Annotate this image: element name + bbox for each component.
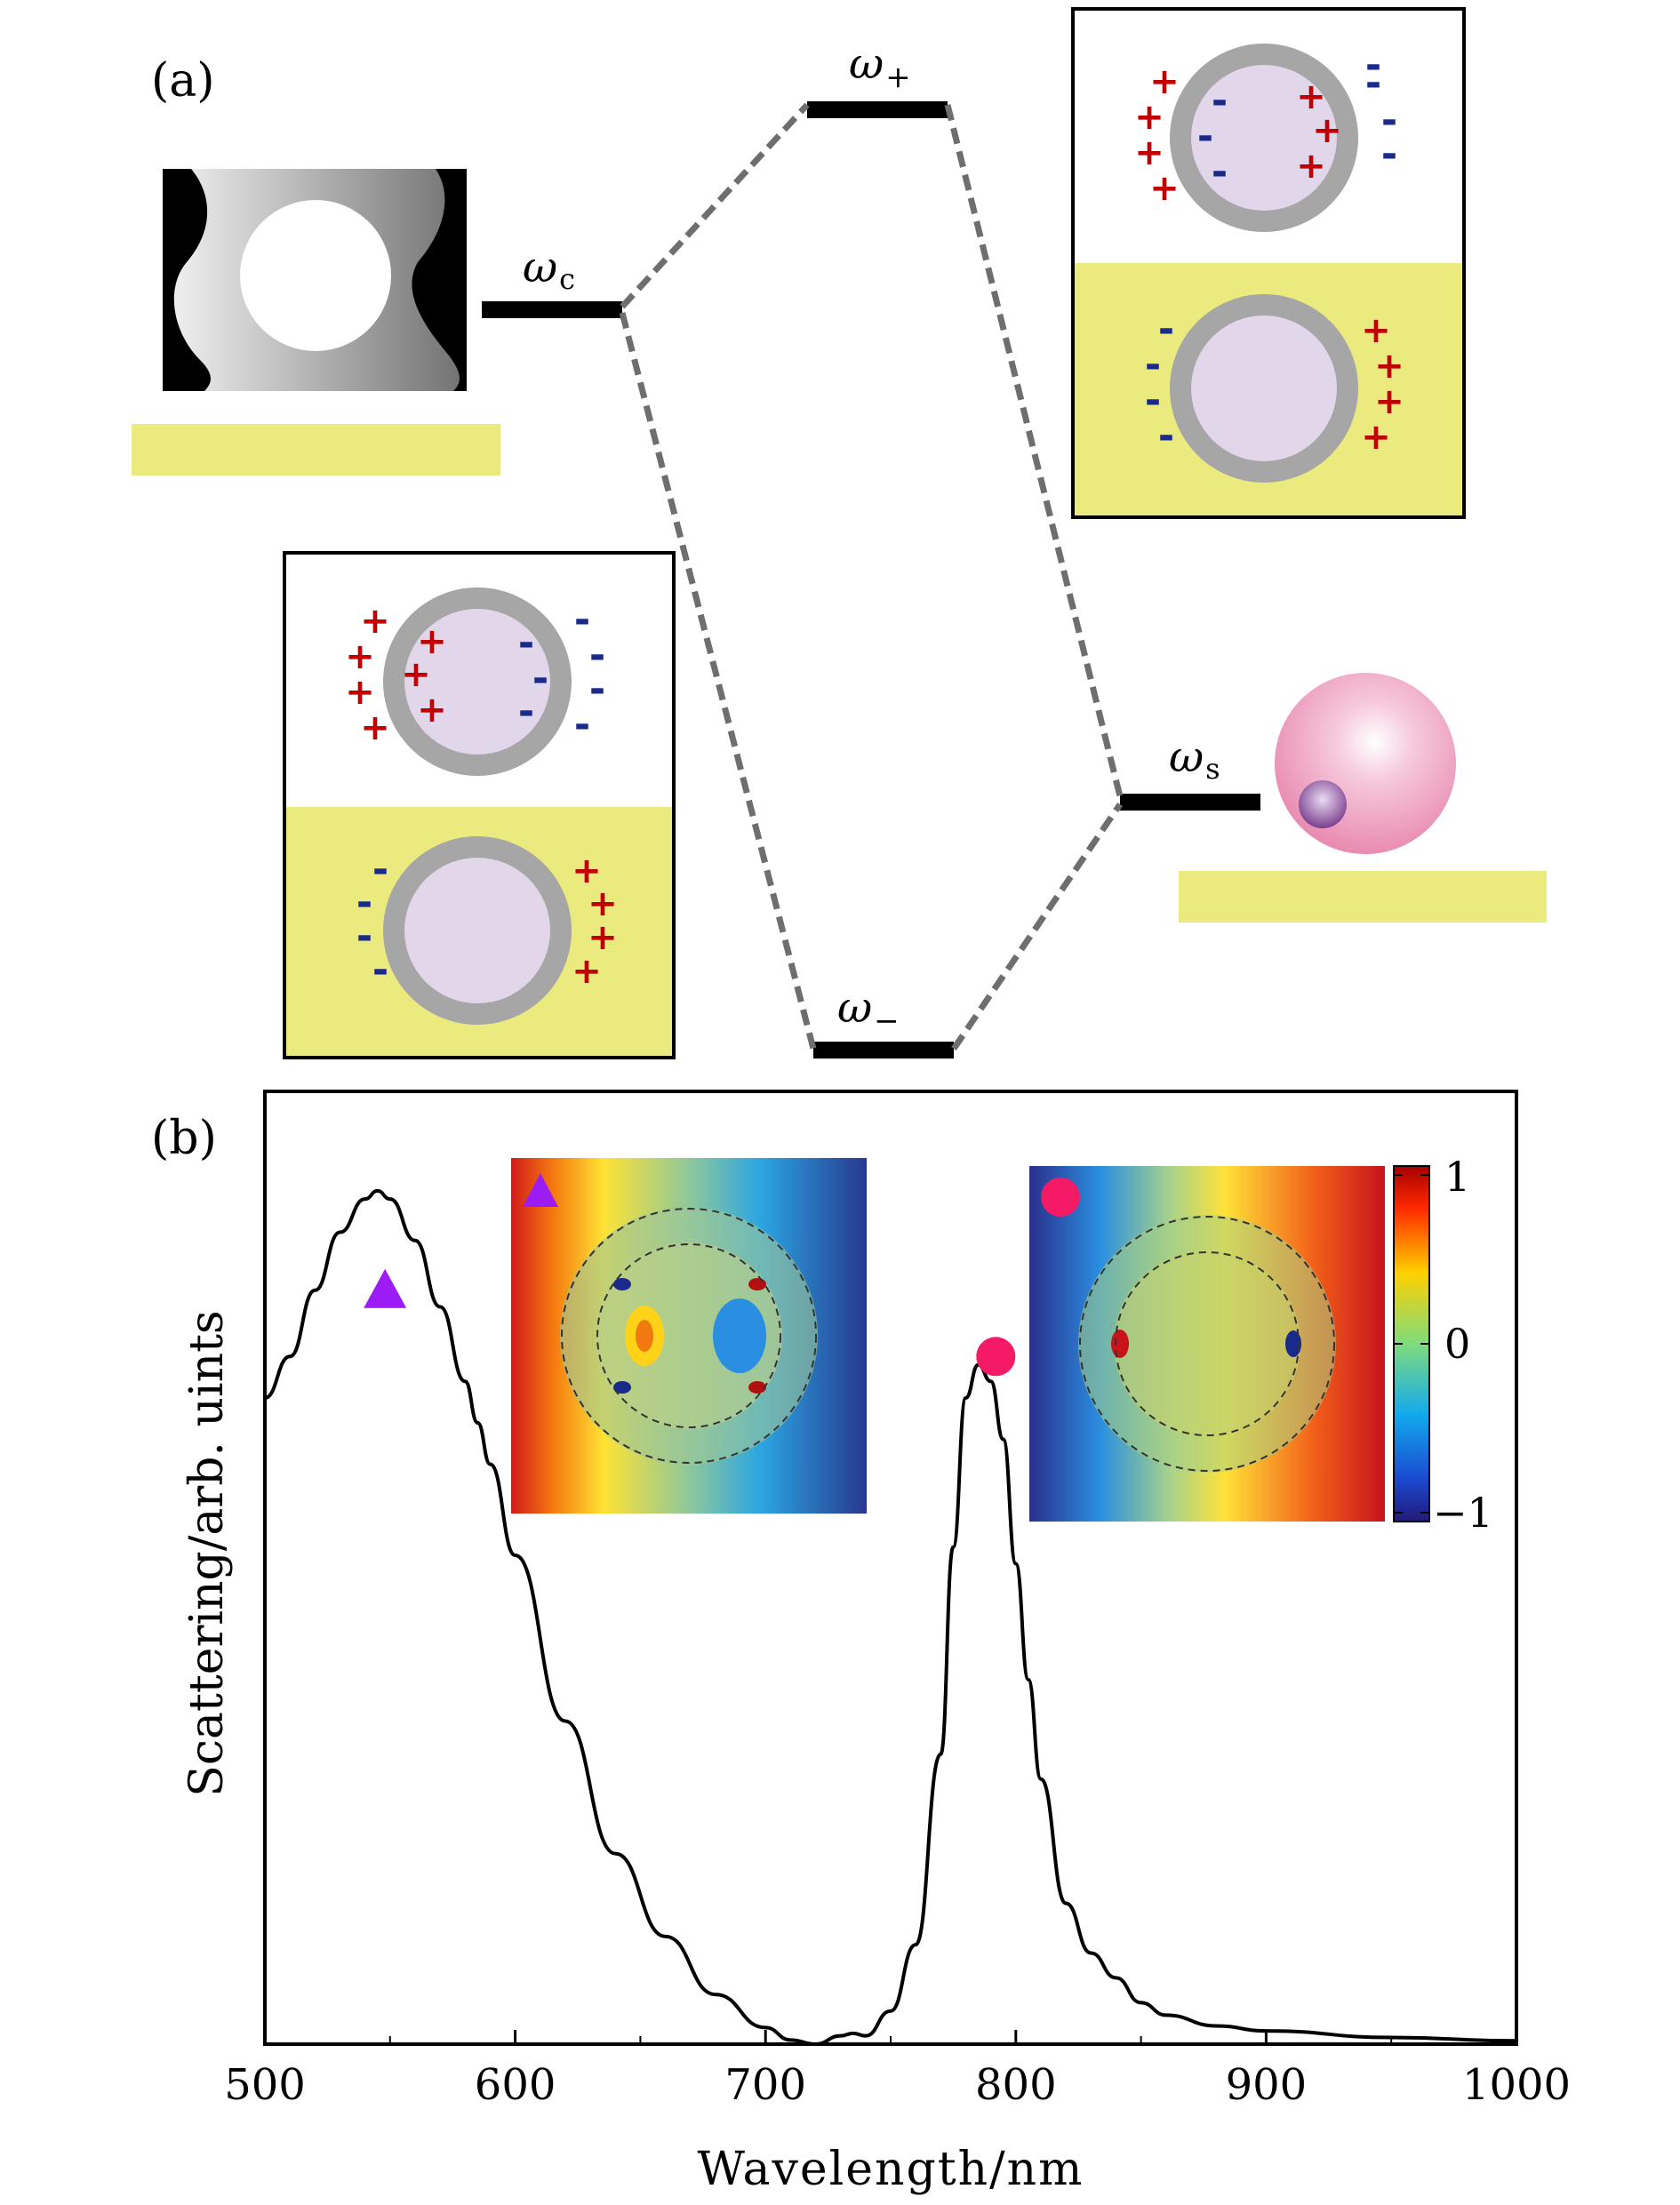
- negative-charge: -: [1145, 378, 1161, 423]
- spectrum-marker-triangle: [364, 1268, 407, 1308]
- field-map-triangle: [511, 1158, 867, 1514]
- positive-charge: +: [1149, 61, 1180, 102]
- negative-charge: -: [1197, 114, 1213, 159]
- nanosphere: [1275, 673, 1456, 854]
- positive-charge: +: [572, 951, 602, 992]
- negative-charge: -: [518, 620, 534, 666]
- negative-charge: -: [532, 656, 548, 701]
- colorbar-tick-bottom: −1: [1433, 1489, 1493, 1537]
- positive-charge: +: [1296, 76, 1326, 117]
- positive-charge: +: [1374, 346, 1404, 387]
- mode-box-minus: +++++++-----------++++: [283, 551, 676, 1059]
- x-tick-label: 1000: [1462, 2060, 1571, 2110]
- triangle-inset-marker: [523, 1173, 558, 1207]
- panel-a-label: (a): [151, 54, 215, 108]
- positive-charge: +: [1296, 146, 1326, 187]
- positive-charge: +: [360, 707, 390, 748]
- positive-charge: +: [417, 621, 447, 662]
- level-connectors: [619, 102, 1124, 1051]
- negative-charge: -: [356, 880, 372, 925]
- positive-charge: +: [1134, 97, 1164, 138]
- omega-c-label: ωc: [523, 243, 575, 296]
- positive-charge: +: [1361, 310, 1391, 351]
- negative-charge: -: [1381, 98, 1397, 143]
- positive-charge: +: [1134, 132, 1164, 173]
- positive-charge: +: [572, 851, 602, 891]
- positive-charge: +: [1361, 417, 1391, 458]
- negative-charge: -: [372, 847, 388, 892]
- mode-box-plus: ++++-------+++----++++: [1071, 7, 1466, 519]
- omega-plus-label: ω+: [849, 39, 911, 95]
- positive-charge: +: [401, 654, 431, 695]
- cavity-image: [163, 169, 467, 391]
- omega-s-level: [1120, 794, 1260, 811]
- colorbar-tick-mid: 0: [1444, 1320, 1470, 1368]
- positive-charge: +: [588, 917, 618, 958]
- negative-charge: -: [1212, 149, 1228, 195]
- y-axis-label: Scattering/arb. uints: [180, 1310, 234, 1797]
- field-map-circle: [1029, 1166, 1385, 1522]
- negative-charge: -: [574, 597, 590, 643]
- x-tick-label: 600: [475, 2060, 556, 2110]
- positive-charge: +: [417, 690, 447, 731]
- circle-inset-marker: [1041, 1178, 1080, 1217]
- negative-charge: -: [356, 914, 372, 959]
- positive-charge: +: [1149, 168, 1180, 209]
- positive-charge: +: [345, 672, 375, 713]
- positive-charge: +: [345, 636, 375, 677]
- x-tick-label: 800: [975, 2060, 1057, 2110]
- negative-charge: -: [574, 702, 590, 747]
- colorbar: 1 0 −1: [1393, 1153, 1493, 1537]
- negative-charge: -: [1212, 78, 1228, 124]
- negative-charge: -: [518, 689, 534, 734]
- spectrum-marker-circle: [976, 1337, 1016, 1377]
- negative-charge: -: [372, 947, 388, 993]
- negative-charge: -: [1365, 60, 1381, 106]
- negative-charge: -: [1158, 413, 1174, 459]
- omega-minus-label: ω−: [837, 983, 900, 1039]
- x-tick-label: 900: [1226, 2060, 1308, 2110]
- positive-charge: +: [1374, 381, 1404, 422]
- sphere-substrate: [1179, 871, 1547, 923]
- x-tick-label: 700: [724, 2060, 806, 2110]
- positive-charge: +: [1312, 110, 1342, 151]
- omega-minus-level: [813, 1042, 954, 1059]
- positive-charge: +: [588, 883, 618, 924]
- omega-s-label: ωs: [1169, 732, 1220, 786]
- negative-charge: -: [1145, 342, 1161, 387]
- x-tick-label: 500: [224, 2060, 306, 2110]
- x-axis-label: Wavelength/nm: [698, 2143, 1084, 2196]
- omega-c-level: [482, 301, 622, 318]
- positive-charge: +: [360, 601, 390, 642]
- cavity-substrate: [132, 424, 500, 475]
- negative-charge: -: [1381, 132, 1397, 177]
- panel-b-label: (b): [151, 1112, 217, 1165]
- negative-charge: -: [589, 633, 605, 678]
- negative-charge: -: [589, 667, 605, 712]
- omega-plus-level: [807, 101, 948, 118]
- colorbar-tick-top: 1: [1444, 1153, 1470, 1201]
- negative-charge: -: [1365, 43, 1381, 88]
- spectrum-line: [264, 1188, 1517, 2047]
- negative-charge: -: [1158, 307, 1174, 352]
